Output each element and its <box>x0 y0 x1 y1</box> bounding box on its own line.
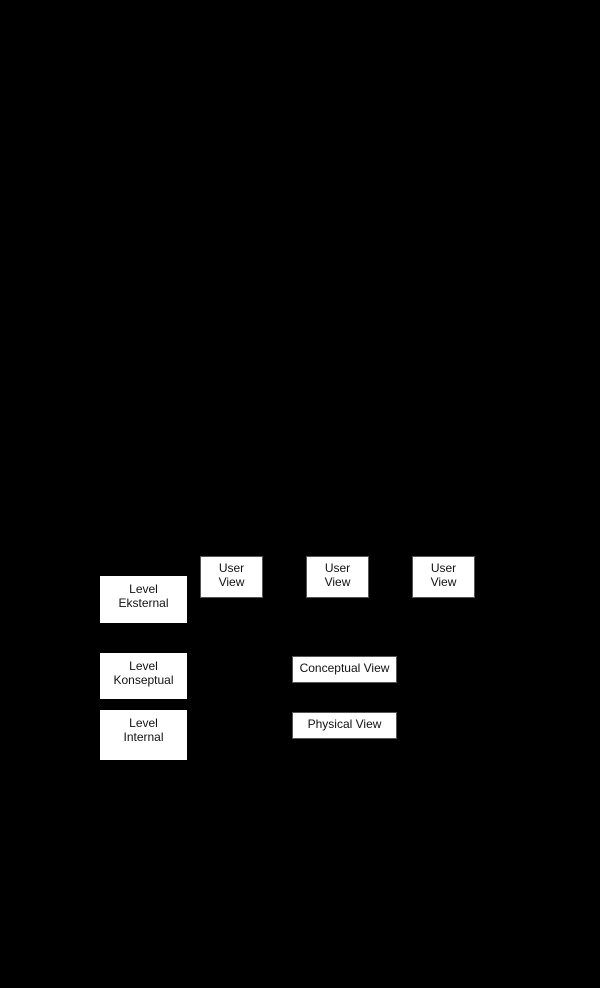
user-view-box-2: User View <box>306 556 369 598</box>
user-view-box-1: User View <box>200 556 263 598</box>
conceptual-view-box: Conceptual View <box>292 656 397 683</box>
level-internal-line2: Internal <box>123 730 164 744</box>
user-view-3-line2: View <box>430 575 457 589</box>
user-view-1-line2: View <box>218 575 245 589</box>
level-internal-box: Level Internal <box>100 710 187 760</box>
physical-view-label: Physical View <box>307 717 382 731</box>
user-view-2-line2: View <box>324 575 351 589</box>
physical-view-box: Physical View <box>292 712 397 739</box>
user-view-1-line1: User <box>218 561 245 575</box>
level-eksternal-line2: Eksternal <box>118 596 169 610</box>
user-view-3-line1: User <box>430 561 457 575</box>
level-eksternal-line1: Level <box>129 582 158 596</box>
level-konseptual-line2: Konseptual <box>113 673 174 687</box>
user-view-box-3: User View <box>412 556 475 598</box>
conceptual-view-label: Conceptual View <box>299 661 390 675</box>
level-eksternal-box: Level Eksternal <box>100 576 187 623</box>
level-internal-line1: Level <box>129 716 158 730</box>
user-view-2-line1: User <box>324 561 351 575</box>
level-konseptual-line1: Level <box>129 659 158 673</box>
level-konseptual-box: Level Konseptual <box>100 653 187 699</box>
